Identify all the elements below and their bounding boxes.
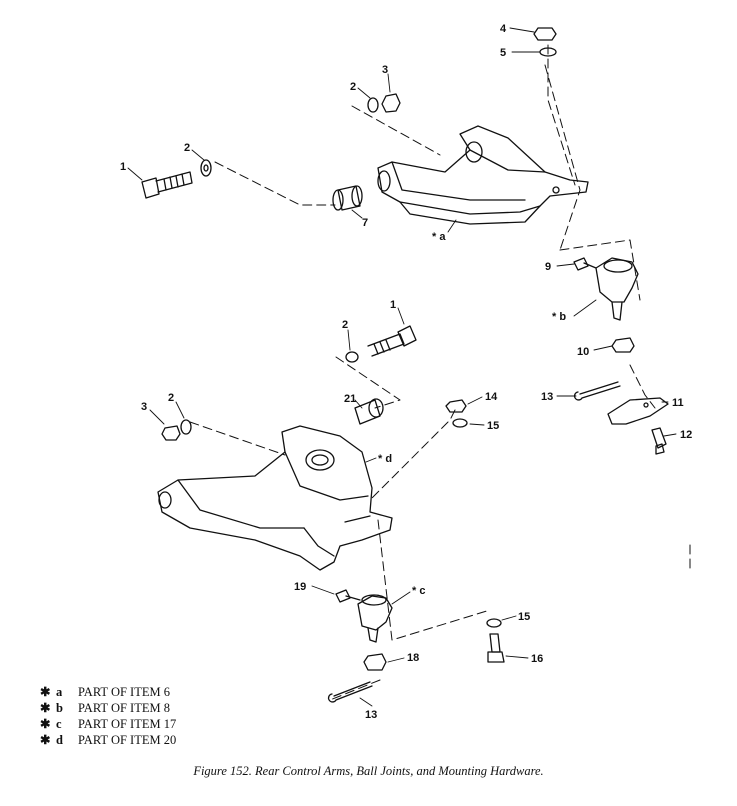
lower-castle-nut bbox=[363, 653, 387, 671]
lower-bolt-16 bbox=[487, 633, 505, 663]
callout-upper-washer-top: 5 bbox=[500, 47, 506, 59]
upper-control-arm bbox=[377, 125, 589, 225]
legend-text: PART OF ITEM 20 bbox=[78, 733, 177, 747]
upper-nut-top bbox=[533, 27, 557, 41]
legend-text: PART OF ITEM 8 bbox=[78, 701, 170, 715]
legend-text: PART OF ITEM 6 bbox=[78, 685, 170, 699]
callout-upper-castle-nut: 10 bbox=[577, 346, 589, 358]
legend-row: ✱ c PART OF ITEM 17 bbox=[40, 716, 176, 732]
callout-lower-nut-left: 3 bbox=[141, 401, 147, 413]
upper-bolt bbox=[141, 171, 193, 199]
legend-row: ✱ d PART OF ITEM 20 bbox=[40, 732, 176, 748]
lower-assembly-lines bbox=[189, 356, 691, 701]
asterisk-icon: ✱ bbox=[40, 733, 51, 747]
lower-washer-15 bbox=[452, 418, 468, 428]
callout-lower-bolt-16: 16 bbox=[531, 653, 543, 665]
callout-lower-ref-c: * c bbox=[412, 585, 425, 597]
asterisk-icon: ✱ bbox=[40, 701, 51, 715]
upper-washer-left bbox=[200, 159, 212, 177]
legend-letter: b bbox=[56, 701, 63, 715]
callout-lower-castle-nut: 18 bbox=[407, 652, 419, 664]
callout-upper-bracket: 11 bbox=[672, 397, 684, 409]
callout-lower-nut-14: 14 bbox=[485, 391, 498, 403]
lower-control-arm bbox=[157, 425, 393, 571]
callout-upper-washer-mid: 2 bbox=[350, 81, 356, 93]
callout-lower-bushing: 21 bbox=[344, 393, 356, 405]
callout-upper-washer-left: 2 bbox=[184, 142, 190, 154]
lower-nut-left bbox=[161, 425, 181, 441]
legend: ✱ a PART OF ITEM 6 ✱ b PART OF ITEM 8 ✱ … bbox=[40, 684, 176, 748]
legend-text: PART OF ITEM 17 bbox=[78, 717, 177, 731]
callout-lower-washer-left: 2 bbox=[168, 392, 174, 404]
lower-fitting bbox=[335, 589, 361, 603]
lower-washer bbox=[345, 351, 359, 363]
lower-cotter-pin bbox=[327, 681, 373, 703]
lower-bushing bbox=[354, 398, 384, 425]
upper-bracket bbox=[607, 397, 669, 425]
callout-upper-fitting: 9 bbox=[545, 261, 551, 273]
lower-washer-15b bbox=[486, 618, 502, 628]
legend-letter: c bbox=[56, 717, 62, 731]
callout-upper-bolt-small: 12 bbox=[680, 429, 692, 441]
legend-letter: a bbox=[56, 685, 63, 699]
callout-lower-fitting: 19 bbox=[294, 581, 306, 593]
callout-lower-ref-d: * d bbox=[378, 453, 392, 465]
upper-cotter-pin bbox=[573, 381, 621, 401]
lower-bolt bbox=[367, 325, 417, 357]
asterisk-icon: ✱ bbox=[40, 717, 51, 731]
callout-upper-ref-a: * a bbox=[432, 231, 446, 243]
upper-bushing bbox=[332, 185, 363, 211]
legend-row: ✱ a PART OF ITEM 6 bbox=[40, 684, 176, 700]
callout-lower-washer-15: 15 bbox=[487, 420, 499, 432]
callout-lower-bolt: 1 bbox=[390, 299, 396, 311]
callout-upper-bolt: 1 bbox=[120, 161, 126, 173]
callout-lower-washer: 2 bbox=[342, 319, 348, 331]
callout-lower-cotter: 13 bbox=[365, 709, 377, 721]
callout-upper-cotter: 13 bbox=[541, 391, 553, 403]
lower-washer-left bbox=[180, 419, 192, 435]
asterisk-icon: ✱ bbox=[40, 685, 51, 699]
lower-nut-14 bbox=[445, 399, 467, 413]
lower-ball-joint bbox=[357, 594, 393, 643]
callout-upper-ref-b: * b bbox=[552, 311, 566, 323]
leader-lines bbox=[127, 27, 677, 707]
upper-small-bolt bbox=[651, 427, 667, 455]
upper-assembly-lines bbox=[214, 44, 656, 409]
figure-caption: Figure 152. Rear Control Arms, Ball Join… bbox=[193, 764, 544, 778]
legend-row: ✱ b PART OF ITEM 8 bbox=[40, 700, 176, 716]
callout-upper-bushing: 7 bbox=[362, 217, 368, 229]
callout-upper-nut-top: 4 bbox=[500, 23, 507, 35]
callout-upper-nut-mid: 3 bbox=[382, 64, 388, 76]
legend-letter: d bbox=[56, 733, 63, 747]
callout-lower-washer-15b: 15 bbox=[518, 611, 530, 623]
upper-ball-joint bbox=[573, 257, 639, 321]
upper-castle-nut bbox=[611, 337, 635, 353]
upper-washer-mid bbox=[367, 97, 379, 113]
upper-nut-mid bbox=[381, 93, 401, 113]
